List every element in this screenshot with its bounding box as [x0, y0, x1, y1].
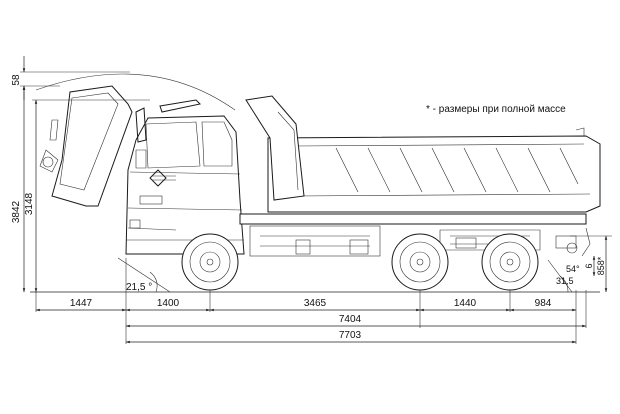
dim-58: 58 [11, 74, 22, 86]
dim-1447: 1447 [70, 298, 93, 309]
dump-body [245, 95, 601, 213]
dim-6: 6 [584, 263, 594, 268]
departure-angle: 31,5 [556, 276, 574, 286]
height-dimensions: 58 3842 3148 [11, 56, 150, 293]
rear-height-dimensions: 858* 6 54° 31,5 [556, 235, 612, 293]
rear-wheel [481, 233, 539, 291]
front-wheel [181, 233, 239, 291]
dim-1440: 1440 [454, 298, 477, 309]
approach-angle: 21,5 ° [126, 282, 152, 293]
dim-3148: 3148 [24, 192, 35, 215]
dim-7404: 7404 [339, 314, 362, 325]
horizontal-dimensions: 1447 1400 3465 1440 984 7404 7703 [35, 258, 587, 344]
approach-angle-line [117, 257, 171, 293]
dim-1400: 1400 [157, 298, 180, 309]
truck-cab [125, 99, 245, 255]
angle-54: 54° [566, 264, 580, 274]
dim-3842: 3842 [11, 200, 22, 223]
dim-7703: 7703 [339, 330, 362, 341]
dim-984: 984 [535, 298, 552, 309]
dim-3465: 3465 [304, 298, 327, 309]
tilted-cab-outline [39, 85, 133, 207]
mass-note: * - размеры при полной массе [426, 104, 566, 115]
cab-tilt-arc [35, 73, 236, 111]
dim-858: 858* [596, 256, 606, 275]
middle-wheel [391, 233, 449, 291]
